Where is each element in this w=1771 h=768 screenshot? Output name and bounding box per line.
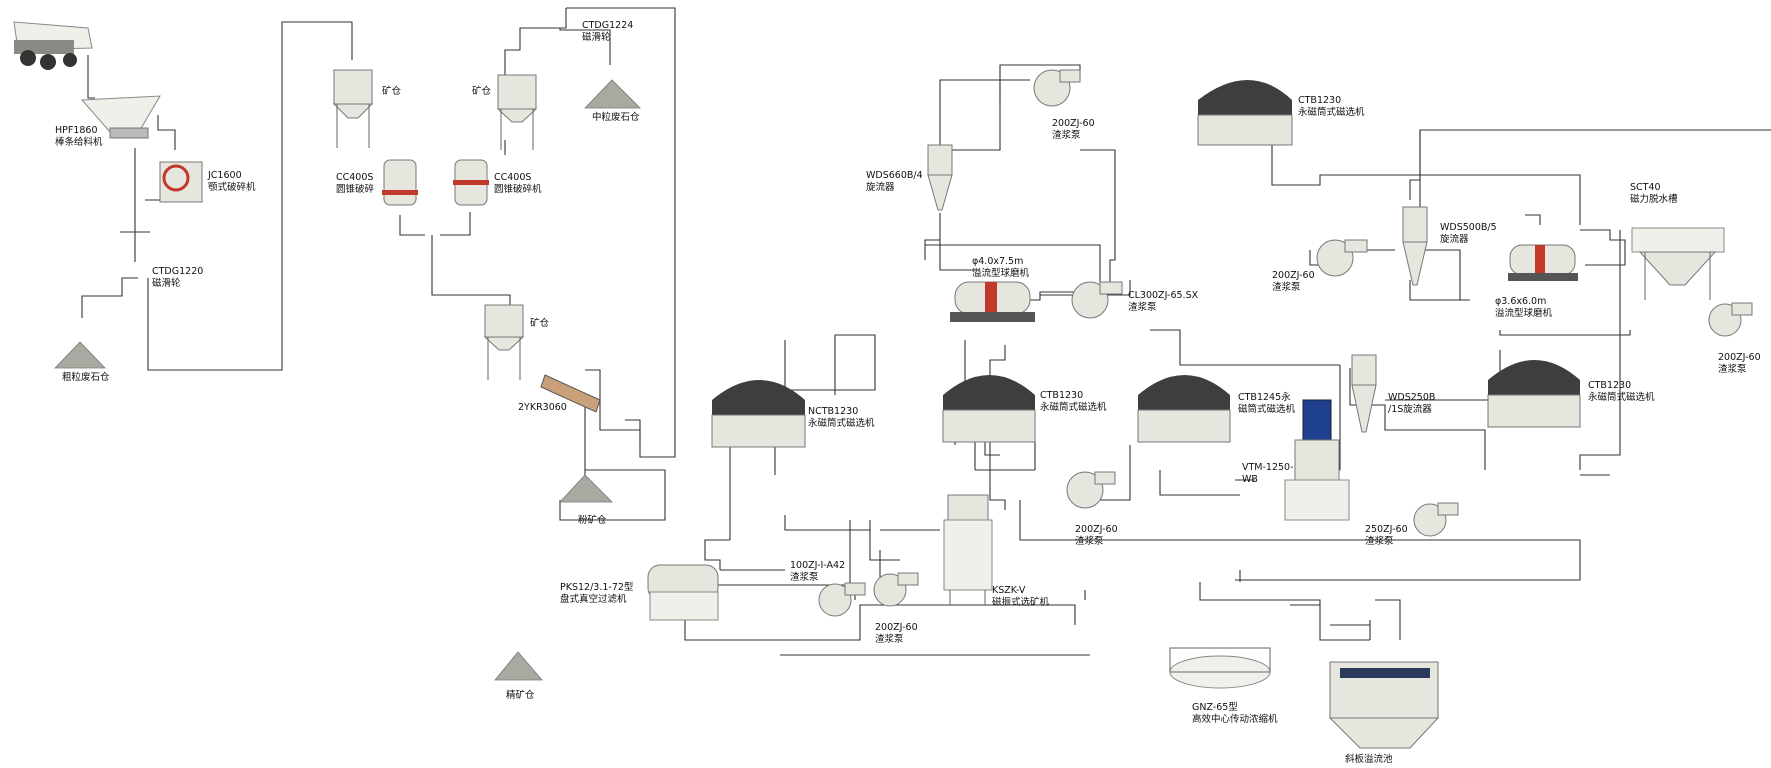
ore-bin-3-icon bbox=[483, 304, 525, 380]
jaw-crusher-icon bbox=[159, 161, 203, 203]
slurry-pump-1-icon bbox=[1033, 69, 1081, 107]
cone-crusher-2-icon bbox=[453, 159, 489, 206]
thickener-icon bbox=[1169, 647, 1271, 689]
kszk-separator-icon bbox=[943, 494, 993, 605]
ball-mill-1-icon bbox=[950, 281, 1035, 322]
ore-bin-2-icon bbox=[496, 74, 538, 150]
cone-crusher-1-icon bbox=[382, 159, 418, 206]
concentrate-pile-icon bbox=[494, 651, 543, 681]
label-coarse-waste: 粗粒废石仓 bbox=[62, 372, 110, 383]
magnetic-separator-3-icon bbox=[1487, 360, 1581, 428]
magnetic-separator-2-icon bbox=[942, 375, 1036, 443]
mid-waste-pile-icon bbox=[584, 79, 641, 109]
flow-lines bbox=[81, 7, 1771, 656]
slurry-pump-6-icon bbox=[873, 572, 919, 607]
label-mid-waste: 中粒废石仓 bbox=[592, 112, 640, 123]
inclined-plate-tank-icon bbox=[1328, 661, 1440, 749]
magnetic-separator-1-icon bbox=[1197, 80, 1293, 146]
magnetic-separator-nctb-icon bbox=[711, 380, 806, 448]
cyclone-1-icon bbox=[927, 144, 953, 211]
label-tank: 斜板溢流池 bbox=[1345, 754, 1393, 765]
slurry-pump-4-icon bbox=[1708, 302, 1753, 337]
label-pks: PKS12/3.1-72型盘式真空过滤机 bbox=[560, 582, 634, 605]
bar-feeder-icon bbox=[80, 95, 161, 139]
label-cyc3: WDS250B/1S旋流器 bbox=[1388, 392, 1436, 415]
slurry-pump-2-icon bbox=[1071, 281, 1123, 319]
slurry-pump-8-icon bbox=[1413, 502, 1459, 537]
disc-filter-icon bbox=[647, 564, 719, 621]
label-bin2: 矿仓 bbox=[472, 86, 492, 97]
slurry-pump-5-icon bbox=[818, 582, 866, 617]
label-gnz: GNZ-65型高效中心传动浓缩机 bbox=[1192, 702, 1278, 725]
vibrating-screen-icon bbox=[540, 374, 601, 413]
label-ctb1245: CTB1245永磁筒式磁选机 bbox=[1238, 392, 1296, 415]
label-bin1: 矿仓 bbox=[382, 86, 402, 97]
dump-truck-icon bbox=[13, 21, 93, 70]
fine-ore-pile-icon bbox=[559, 474, 613, 503]
label-fine-ore: 粉矿仓 bbox=[578, 515, 607, 526]
label-vtm: VTM-1250-WB bbox=[1242, 462, 1294, 485]
cyclone-2-icon bbox=[1402, 206, 1428, 286]
ball-mill-2-icon bbox=[1508, 244, 1578, 281]
coarse-waste-pile-icon bbox=[54, 341, 106, 369]
cyclone-3-icon bbox=[1351, 354, 1377, 433]
dewatering-tank-icon bbox=[1631, 227, 1725, 300]
vertical-mill-icon bbox=[1284, 399, 1350, 521]
label-concentrate: 精矿仓 bbox=[506, 690, 535, 701]
slurry-pump-7-icon bbox=[1066, 471, 1116, 509]
ore-bin-1-icon bbox=[332, 69, 374, 148]
slurry-pump-3-icon bbox=[1316, 239, 1368, 277]
magnetic-separator-ctb1245-icon bbox=[1137, 375, 1231, 443]
label-bin3: 矿仓 bbox=[530, 318, 550, 329]
label-screen: 2YKR3060 bbox=[518, 402, 567, 413]
